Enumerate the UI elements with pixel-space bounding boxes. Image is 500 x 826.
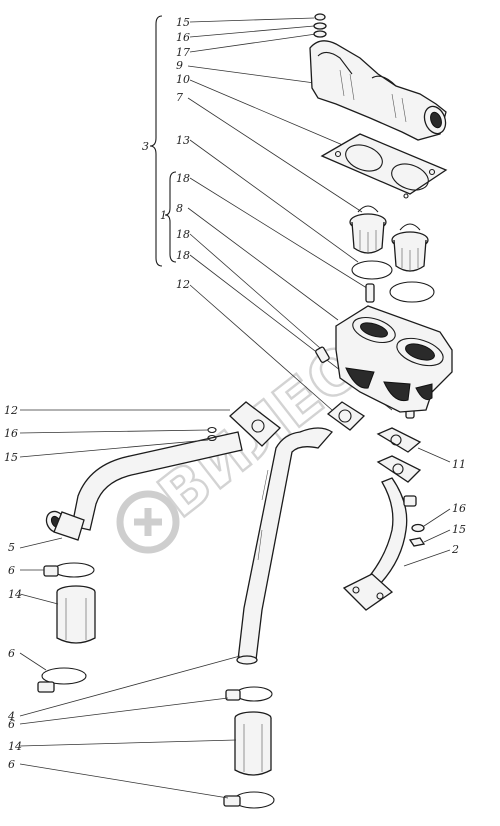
- label-6-d: 6: [8, 758, 15, 771]
- clamp-part-6-b: [37, 667, 87, 693]
- label-8: 8: [176, 202, 183, 215]
- label-5: 5: [8, 541, 15, 554]
- label-14-b: 14: [8, 740, 22, 753]
- label-18-a: 18: [176, 172, 190, 185]
- bracket-group-1: 1: [160, 171, 177, 263]
- top-labels: 15 16 17 9 10 7 13 18 8 18 18 12: [176, 16, 393, 411]
- label-6-a: 6: [8, 564, 15, 577]
- label-2: 2: [451, 543, 459, 556]
- clamp-part-6-c: [225, 686, 273, 702]
- label-7: 7: [176, 91, 183, 104]
- label-16-top: 16: [176, 31, 190, 44]
- washer-part-16-right: [411, 523, 425, 533]
- label-15-left: 15: [4, 451, 18, 464]
- label-4: 4: [7, 710, 15, 723]
- label-6-b: 6: [8, 647, 15, 660]
- left-pipe-part-5: [45, 401, 281, 541]
- label-11: 11: [452, 458, 466, 471]
- label-16-left: 16: [4, 427, 18, 440]
- label-18-c: 18: [176, 249, 190, 262]
- watermark-logo-icon: [116, 490, 180, 554]
- nut-part-15-right: [408, 537, 426, 547]
- label-15-top: 15: [176, 16, 190, 29]
- long-pipe-part-4: [236, 401, 366, 665]
- thermostat-housing-part-8: [335, 305, 453, 413]
- label-6-c: 6: [8, 718, 15, 731]
- label-18-b: 18: [176, 228, 190, 241]
- label-15-right: 15: [452, 523, 466, 536]
- thermostat-part-7-second: [391, 223, 429, 272]
- outlet-pipe-part-2: [342, 455, 422, 611]
- bracket-group-3: 3: [142, 15, 163, 267]
- gasket-part-10: [320, 133, 448, 199]
- label-9: 9: [176, 59, 183, 72]
- label-16-right: 16: [452, 502, 466, 515]
- clamp-part-6-a: [43, 562, 95, 578]
- label-17: 17: [176, 46, 190, 59]
- thermostat-cover-part-9: [309, 13, 447, 141]
- label-13: 13: [176, 134, 190, 147]
- label-1: 1: [160, 209, 167, 222]
- label-3: 3: [142, 140, 149, 153]
- label-12-top: 12: [176, 278, 190, 291]
- label-10: 10: [176, 73, 190, 86]
- thermostat-part-7: [349, 205, 387, 254]
- o-ring-part-13: [351, 260, 435, 303]
- gasket-part-11: [376, 427, 422, 453]
- label-14-a: 14: [8, 588, 22, 601]
- clamp-part-6-d: [223, 791, 275, 809]
- hose-part-14-a: [56, 585, 96, 644]
- label-12-left: 12: [4, 404, 18, 417]
- hose-part-14-b: [234, 711, 272, 776]
